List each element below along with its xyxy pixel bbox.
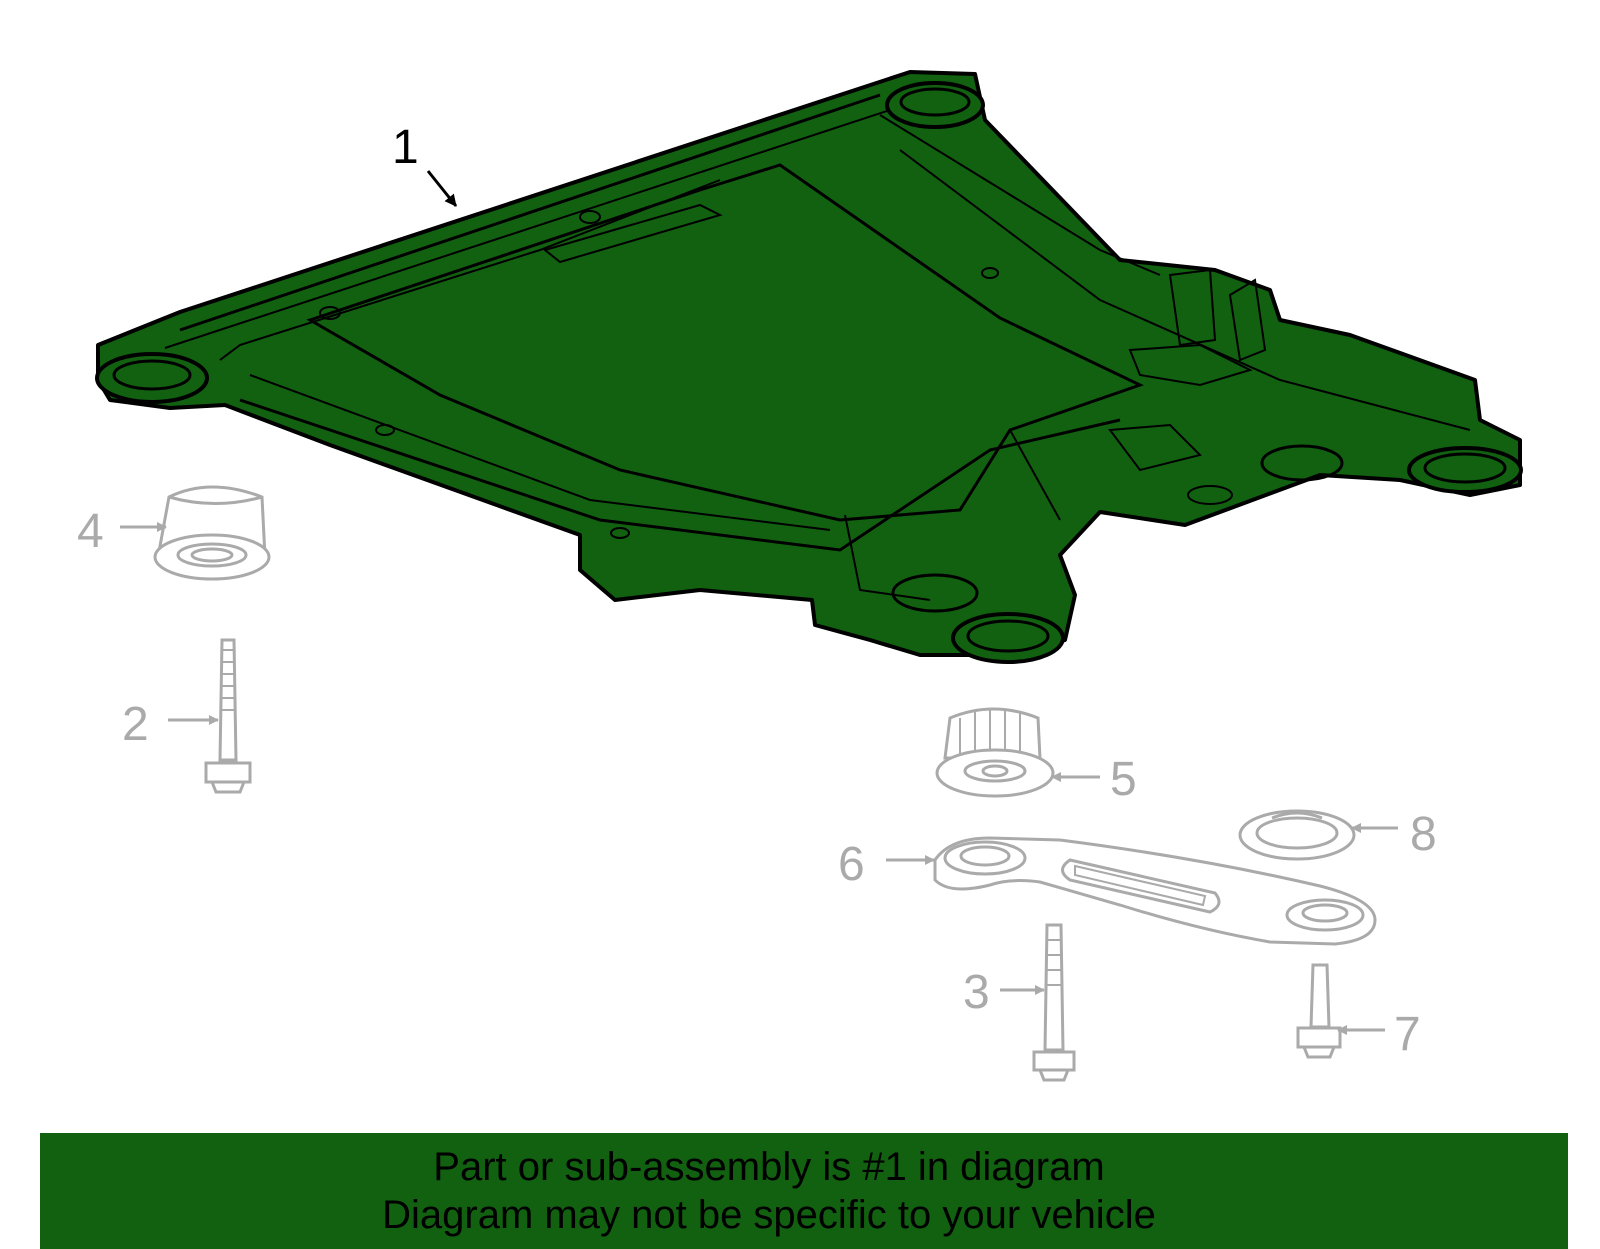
reinforcement-plate-part-6[interactable] bbox=[933, 836, 1377, 946]
callout-1[interactable]: 1 bbox=[392, 121, 419, 174]
bushing-part-8[interactable] bbox=[1238, 809, 1356, 861]
subframe-part-1[interactable] bbox=[95, 70, 1523, 664]
callout-6[interactable]: 6 bbox=[838, 838, 865, 891]
callout-2[interactable]: 2 bbox=[122, 698, 149, 751]
callout-7[interactable]: 7 bbox=[1394, 1008, 1421, 1061]
leader-1 bbox=[426, 170, 458, 207]
bushing-part-5[interactable] bbox=[935, 707, 1055, 798]
info-banner: Part or sub-assembly is #1 in diagram Di… bbox=[40, 1133, 1568, 1249]
callout-4[interactable]: 4 bbox=[77, 505, 104, 558]
callout-3[interactable]: 3 bbox=[963, 966, 990, 1019]
bushing-part-4[interactable] bbox=[153, 485, 271, 581]
bolt-part-3[interactable] bbox=[1032, 923, 1076, 1082]
callout-8[interactable]: 8 bbox=[1410, 808, 1437, 861]
banner-line-1: Part or sub-assembly is #1 in diagram bbox=[433, 1145, 1105, 1189]
callout-5[interactable]: 5 bbox=[1110, 753, 1137, 806]
bolt-part-2[interactable] bbox=[204, 638, 252, 794]
banner-line-2: Diagram may not be specific to your vehi… bbox=[382, 1193, 1156, 1237]
bolt-part-7[interactable] bbox=[1296, 963, 1342, 1059]
